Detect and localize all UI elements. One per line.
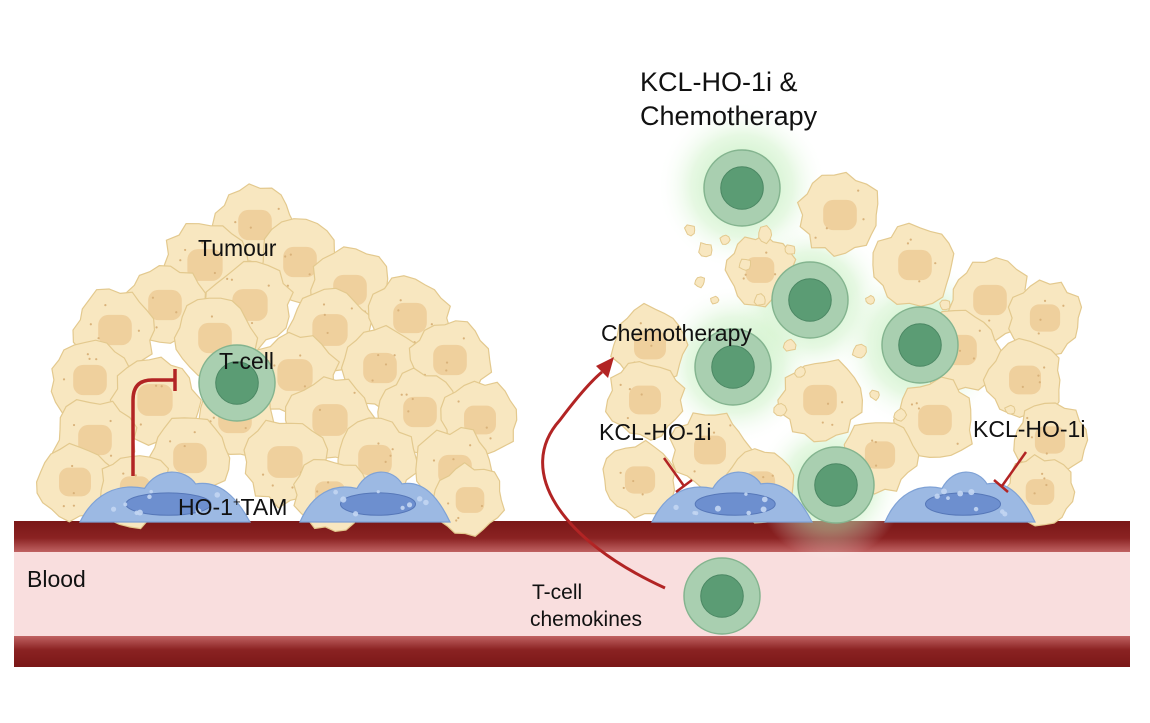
t-cell bbox=[881, 306, 959, 384]
cell-fragment bbox=[869, 389, 880, 402]
cell-fragment bbox=[698, 242, 713, 258]
treatment-label-line2: Chemotherapy bbox=[640, 101, 818, 131]
chemokine-arrowhead bbox=[596, 357, 614, 378]
cell-fragment bbox=[851, 343, 867, 359]
cell-fragment bbox=[794, 366, 806, 378]
cell-fragment bbox=[753, 293, 766, 306]
tumour-cell bbox=[796, 171, 879, 257]
tam-cell bbox=[651, 471, 813, 523]
tumour-cell bbox=[432, 461, 506, 537]
blood-label: Blood bbox=[27, 566, 86, 592]
cell-fragment bbox=[710, 295, 720, 305]
tumour-cell bbox=[872, 222, 955, 307]
inhibitor-bar-left bbox=[675, 479, 693, 493]
tumour-cell-layer bbox=[35, 171, 1089, 537]
inhibition-arrow-left bbox=[131, 378, 175, 476]
cell-fragment bbox=[758, 225, 773, 245]
vessel-wall-bottom bbox=[14, 636, 1130, 667]
tumour-cell bbox=[1007, 279, 1083, 356]
t-cell bbox=[198, 344, 276, 422]
t-cell bbox=[771, 261, 849, 339]
t-cell bbox=[694, 328, 772, 406]
t-cell-layer bbox=[198, 149, 959, 635]
chemokine-arrow bbox=[541, 370, 666, 590]
cell-fragment bbox=[773, 402, 788, 417]
t-cell bbox=[683, 557, 761, 635]
treatment-label-line1: KCL-HO-1i & bbox=[640, 67, 798, 97]
t-cell bbox=[703, 149, 781, 227]
cell-fragment bbox=[694, 276, 706, 289]
inhibitor-bar-right bbox=[993, 479, 1009, 493]
tam-label-prefix: HO-1 bbox=[178, 494, 233, 520]
tumour-cell bbox=[777, 359, 864, 443]
inhibitor-line-right bbox=[1000, 451, 1028, 487]
blood-lumen bbox=[14, 550, 1130, 638]
tumour-label: Tumour bbox=[198, 235, 277, 261]
inhibitor-label-left: KCL-HO-1i bbox=[599, 419, 712, 445]
cell-fragment bbox=[683, 224, 696, 237]
tumour-cell bbox=[602, 439, 677, 519]
cell-fragment bbox=[939, 299, 951, 311]
chemokines-label-line2: chemokines bbox=[530, 608, 643, 631]
chemokines-label-line1: T-cell bbox=[532, 581, 583, 604]
cell-fragment bbox=[738, 258, 752, 271]
blood-vessel bbox=[14, 521, 1130, 667]
tam-cell bbox=[79, 471, 252, 523]
cell-fragment bbox=[893, 407, 908, 422]
cell-fragment bbox=[1004, 404, 1016, 415]
tam-label: HO-1+TAM bbox=[178, 488, 287, 521]
tumour-cell bbox=[604, 360, 686, 441]
tumour-cell bbox=[892, 376, 973, 459]
chemotherapy-label: Chemotherapy bbox=[601, 320, 752, 346]
cell-fragment bbox=[719, 234, 731, 245]
cell-debris-layer bbox=[683, 215, 1016, 422]
cell-fragment bbox=[865, 294, 876, 305]
t-cell-label: T-cell bbox=[219, 348, 274, 374]
inhibitor-label-right: KCL-HO-1i bbox=[973, 416, 1086, 442]
cell-fragment bbox=[784, 244, 796, 255]
inhibitor-line-left bbox=[662, 457, 686, 487]
tam-label-suffix: TAM bbox=[240, 494, 288, 520]
t-cell bbox=[797, 446, 875, 524]
tam-label-sup: + bbox=[232, 494, 241, 509]
cell-fragment bbox=[782, 338, 797, 352]
tumour-cell bbox=[982, 337, 1061, 419]
tam-cell bbox=[299, 471, 451, 523]
